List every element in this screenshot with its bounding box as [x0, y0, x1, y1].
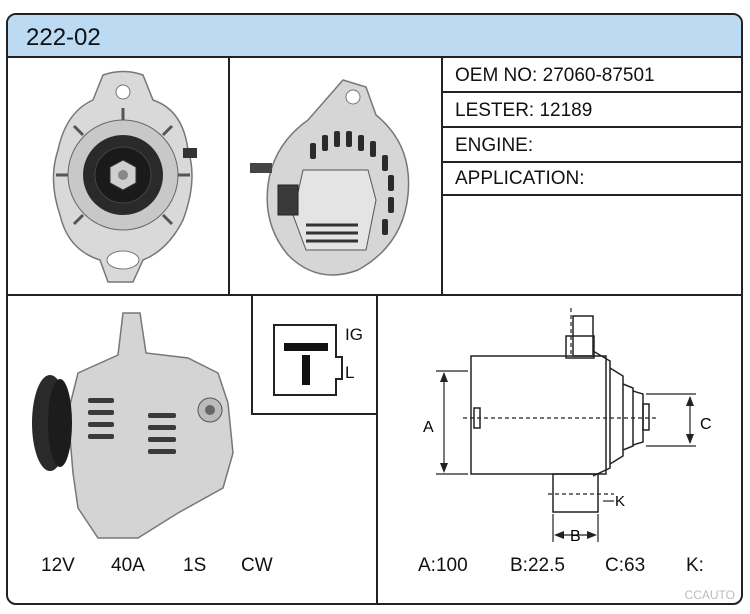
alternator-side-photo — [32, 312, 234, 539]
dim-k-value: K: — [686, 555, 704, 576]
part-number: 222-02 — [26, 24, 101, 51]
plug-connector-icon — [273, 324, 343, 396]
alternator-rear-photo — [250, 79, 410, 276]
terminal-l-label: L — [345, 363, 355, 382]
fitting-rating: 1S — [183, 555, 207, 576]
product-card: 222-02 OEM NO: 27060-87501 LESTER: 12189… — [6, 13, 743, 605]
divider — [376, 294, 378, 603]
spec-lester: LESTER: 12189 — [443, 95, 741, 128]
alternator-front-photo — [52, 70, 197, 283]
dim-c-label: C — [700, 416, 712, 433]
watermark: CCAUTO — [684, 588, 735, 602]
voltage-rating: 12V — [41, 555, 75, 576]
divider — [8, 294, 741, 296]
dim-k-label: K — [615, 493, 625, 510]
divider — [441, 58, 443, 295]
spec-application: APPLICATION: — [443, 163, 741, 196]
dim-b-value: B:22.5 — [510, 555, 565, 576]
plug-diagram-box — [251, 294, 378, 415]
dim-c-value: C:63 — [605, 555, 646, 576]
amperage-rating: 40A — [111, 555, 145, 576]
rotation-rating: CW — [241, 555, 273, 576]
dim-b-label: B — [570, 528, 581, 545]
terminal-ig-label: IG — [345, 325, 363, 344]
spec-oem: OEM NO: 27060-87501 — [443, 60, 741, 93]
dim-a-label: A — [423, 419, 434, 436]
dimension-drawing: A C B K — [423, 308, 712, 545]
divider — [228, 58, 230, 295]
dim-a-value: A:100 — [418, 555, 468, 576]
header-bar: 222-02 — [8, 15, 741, 58]
spec-engine: ENGINE: — [443, 130, 741, 163]
